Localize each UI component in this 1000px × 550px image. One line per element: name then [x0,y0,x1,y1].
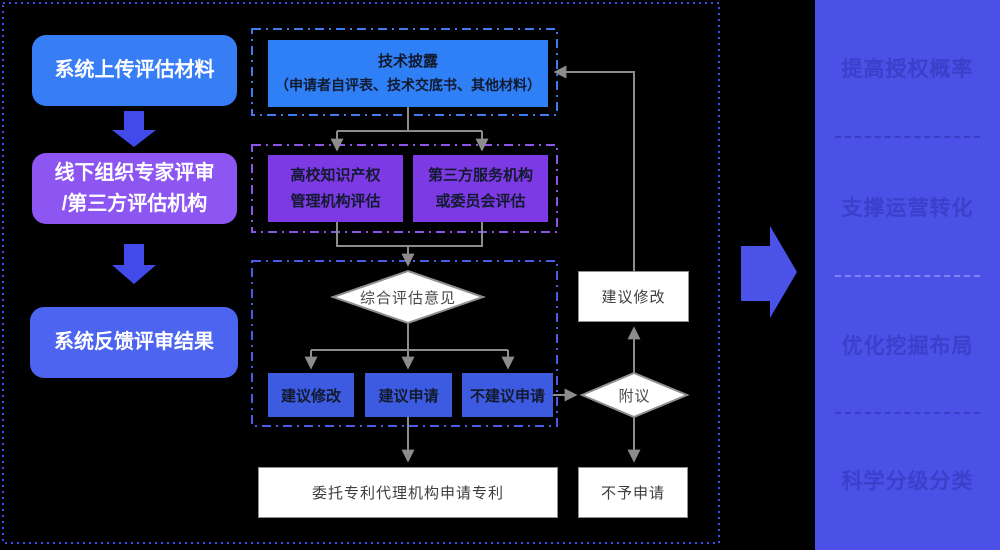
disclosure-title: 技术披露 [377,53,438,71]
flow-connectors [304,65,641,463]
decision-diamond-second [579,371,690,419]
benefits-panel: 提高授权概率 支撑运营转化 优化挖掘布局 科学分级分类 [815,0,1000,550]
white-node-label: 不予申请 [600,485,665,502]
decision-overall-label: 综合评估意见 [359,289,456,307]
group-border-evaluation [251,144,558,233]
eval-label-line2: 或委员会评估 [435,192,526,210]
step-label-line1: 线下组织专家评审 [54,161,215,184]
step-offline-review: 线下组织专家评审 /第三方评估机构 [32,153,237,224]
eval-label-line2: 管理机构评估 [290,192,381,210]
node-technical-disclosure: 技术披露 （申请者自评表、技术交底书、其他材料） [268,40,548,107]
outcome-label: 建议申请 [378,387,439,405]
panel-divider [835,412,980,414]
step-label-line2: /第三方评估机构 [61,192,208,215]
benefit-item: 提高授权概率 [841,58,974,81]
down-arrow-icon [112,244,156,284]
step-label: 系统上传评估材料 [54,59,215,81]
node-suggest-revise: 建议修改 [578,271,689,322]
panel-divider [835,275,980,277]
right-arrow-icon [741,226,797,318]
group-border-disclosure [251,28,558,116]
decision-diamond-overall [329,269,487,325]
benefit-item: 优化挖掘布局 [841,335,974,358]
node-third-party-eval: 第三方服务机构 或委员会评估 [413,155,548,222]
step-feedback-result: 系统反馈评审结果 [30,307,238,378]
flow-region-border [2,2,720,544]
disclosure-subtitle: （申请者自评表、技术交底书、其他材料） [275,77,541,94]
node-outcome-revise: 建议修改 [268,373,354,417]
node-university-ip-eval: 高校知识产权 管理机构评估 [268,155,403,222]
panel-divider [835,136,980,138]
benefit-item: 支撑运营转化 [841,197,974,220]
node-outcome-apply: 建议申请 [365,373,452,417]
eval-label-line1: 第三方服务机构 [427,167,533,184]
node-no-application: 不予申请 [578,467,688,518]
node-delegate-agency: 委托专利代理机构申请专利 [258,467,558,518]
step-upload-materials: 系统上传评估材料 [32,35,237,106]
decision-second-label: 附议 [618,387,651,405]
outcome-label: 不建议申请 [469,387,545,405]
node-outcome-not-apply: 不建议申请 [462,373,553,417]
white-node-label: 建议修改 [601,289,666,306]
outcome-label: 建议修改 [280,387,341,405]
benefit-item: 科学分级分类 [841,470,974,493]
step-label: 系统反馈评审结果 [54,331,214,353]
eval-label-line1: 高校知识产权 [290,167,381,184]
down-arrow-icon [112,111,156,147]
white-node-label: 委托专利代理机构申请专利 [311,485,504,502]
